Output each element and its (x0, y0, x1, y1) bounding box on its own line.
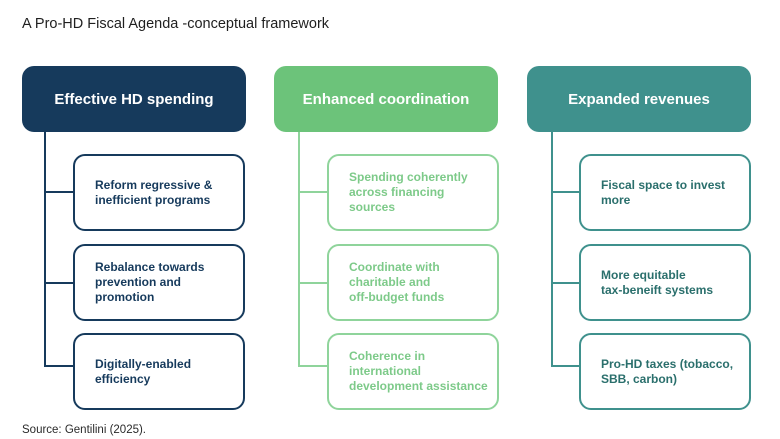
framework-item: Digitally-enabled efficiency (73, 333, 245, 410)
column-header: Effective HD spending (22, 66, 246, 132)
connector-branch (298, 282, 328, 284)
framework-item: More equitable tax-beneift systems (579, 244, 751, 321)
framework-item: Coordinate with charitable and off-budge… (327, 244, 499, 321)
framework-item: Fiscal space to invest more (579, 154, 751, 231)
connector-branch (551, 191, 581, 193)
diagram-title: A Pro-HD Fiscal Agenda -conceptual frame… (22, 16, 330, 32)
framework-item: Rebalance towards prevention and promoti… (73, 244, 245, 321)
connector-trunk (551, 132, 553, 366)
framework-item: Pro-HD taxes (tobacco, SBB, carbon) (579, 333, 751, 410)
column-header: Enhanced coordination (274, 66, 498, 132)
framework-item: Coherence in international development a… (327, 333, 499, 410)
framework-item: Reform regressive & inefficient programs (73, 154, 245, 231)
connector-branch (551, 365, 581, 367)
framework-item: Spending coherently across financing sou… (327, 154, 499, 231)
connector-branch (44, 282, 74, 284)
connector-trunk (44, 132, 46, 366)
connector-branch (298, 365, 328, 367)
connector-trunk (298, 132, 300, 366)
connector-branch (44, 365, 74, 367)
column-header: Expanded revenues (527, 66, 751, 132)
connector-branch (298, 191, 328, 193)
source-note: Source: Gentilini (2025). (22, 424, 147, 436)
connector-branch (551, 282, 581, 284)
connector-branch (44, 191, 74, 193)
